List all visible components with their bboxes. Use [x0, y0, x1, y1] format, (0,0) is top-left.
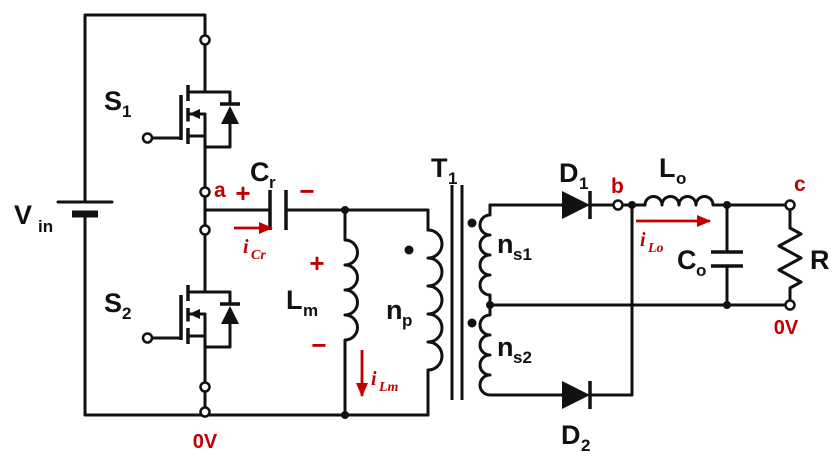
d1-label-sub: 1 [579, 174, 588, 193]
vin-label: V [14, 200, 32, 230]
co-plates [711, 250, 743, 268]
voltage-source-vin [56, 13, 430, 417]
s2-source-path [186, 312, 207, 417]
terminal-node-c [784, 199, 796, 211]
terminal-s2-source [199, 381, 211, 393]
s1-label: S [104, 86, 122, 116]
cr-plus-sign: + [235, 178, 250, 208]
node-b-label: b [611, 175, 624, 198]
ilm-label-sub: Lm [378, 380, 399, 395]
junction-co-bottom [723, 301, 731, 309]
s1-body-diode-wires [203, 90, 232, 149]
d1-label: D [559, 158, 579, 188]
ns2-label: n [497, 332, 514, 362]
ns1-label: n [497, 229, 514, 259]
gnd-right-label: 0V [774, 317, 799, 339]
np-label-sub: p [402, 311, 412, 330]
np-label: n [386, 295, 403, 325]
ilo-label: i [640, 229, 646, 251]
r-label: R [810, 245, 830, 275]
np-polarity-dot-icon [404, 245, 414, 255]
s1-gate-terminal [141, 132, 154, 144]
current-arrows [234, 215, 711, 397]
lm-minus-sign: − [311, 330, 326, 360]
ns1-polarity-dot-icon [467, 218, 477, 228]
inductor-lo [643, 195, 792, 230]
mosfet-s1 [141, 85, 240, 294]
d2-label-sub: 2 [581, 436, 590, 455]
wire-input-top [83, 13, 207, 204]
diode-d2 [562, 203, 634, 409]
vin-label-sub: in [38, 217, 53, 236]
cr-plates [268, 190, 288, 230]
wire-bottom-rail [83, 214, 430, 417]
s2-body-diode-wires [203, 290, 232, 349]
terminal-node-a [199, 186, 211, 198]
s2-label: S [104, 288, 122, 318]
cr-minus-sign: − [299, 176, 314, 206]
s1-body-diode-icon [221, 106, 239, 124]
lm-plus-sign: + [309, 248, 324, 278]
diode-d1 [488, 191, 647, 219]
icr-label-sub: Cr [251, 248, 266, 263]
cr-label-sub: r [269, 173, 276, 192]
lo-label: L [659, 153, 676, 183]
co-label: C [677, 245, 697, 275]
junction-lm-top [341, 206, 349, 214]
component-labels: V in S 1 S 2 C r L m n p T 1 n s1 n s2 D… [14, 86, 830, 455]
ns1-label-sub: s1 [513, 245, 532, 264]
d2-label: D [561, 420, 581, 450]
t1-label-sub: 1 [448, 169, 457, 188]
terminal-node-b [612, 199, 624, 211]
s2-body-diode-icon [221, 306, 239, 324]
wire-cr-to-np [284, 208, 430, 232]
t1-label: T [431, 153, 448, 183]
resistor-r [777, 226, 803, 305]
s2-body-arrow-icon [189, 309, 200, 319]
node-a-label: a [214, 179, 226, 202]
winding-np [426, 228, 444, 417]
d1-triangle-icon [562, 191, 590, 219]
junction-dots [341, 201, 731, 419]
wire-d2-return [588, 203, 634, 397]
terminal-gnd-left [199, 406, 211, 418]
co-label-sub: o [696, 261, 706, 280]
ilm-label: i [371, 368, 377, 390]
node-c-label: c [794, 173, 806, 196]
d2-triangle-icon [562, 381, 590, 409]
s2-label-sub: 2 [122, 304, 131, 323]
ns2-polarity-dot-icon [467, 318, 477, 328]
output-filter [488, 195, 803, 307]
s2-gate-terminal [141, 332, 154, 344]
lm-label-sub: m [303, 301, 318, 320]
polarity-signs: + − + − [235, 176, 326, 360]
junction-co-top [723, 201, 731, 209]
lo-label-sub: o [676, 169, 686, 188]
s1-body-arrow-icon [189, 109, 200, 119]
terminal-top [199, 34, 211, 46]
ns2-label-sub: s2 [513, 348, 532, 367]
cr-label: C [250, 157, 270, 187]
capacitor-cr [203, 190, 430, 232]
current-labels: i Cr i Lm i Lo [243, 229, 664, 395]
s1-source-path [186, 112, 207, 294]
icr-label: i [243, 236, 249, 258]
junction-d2-b [628, 201, 636, 209]
s1-label-sub: 1 [122, 102, 131, 121]
node-labels: a b c 0V 0V [193, 173, 806, 453]
terminals [199, 34, 796, 418]
mosfet-s2 [141, 285, 240, 417]
junction-lm-bottom [341, 411, 349, 419]
ilo-label-sub: Lo [647, 241, 664, 256]
terminal-gnd-right [784, 299, 796, 311]
inductor-lm [343, 208, 359, 417]
junction-center-tap [486, 301, 494, 309]
gnd-left-label: 0V [193, 431, 218, 453]
lm-label: L [286, 285, 303, 315]
terminal-mid [199, 224, 211, 236]
